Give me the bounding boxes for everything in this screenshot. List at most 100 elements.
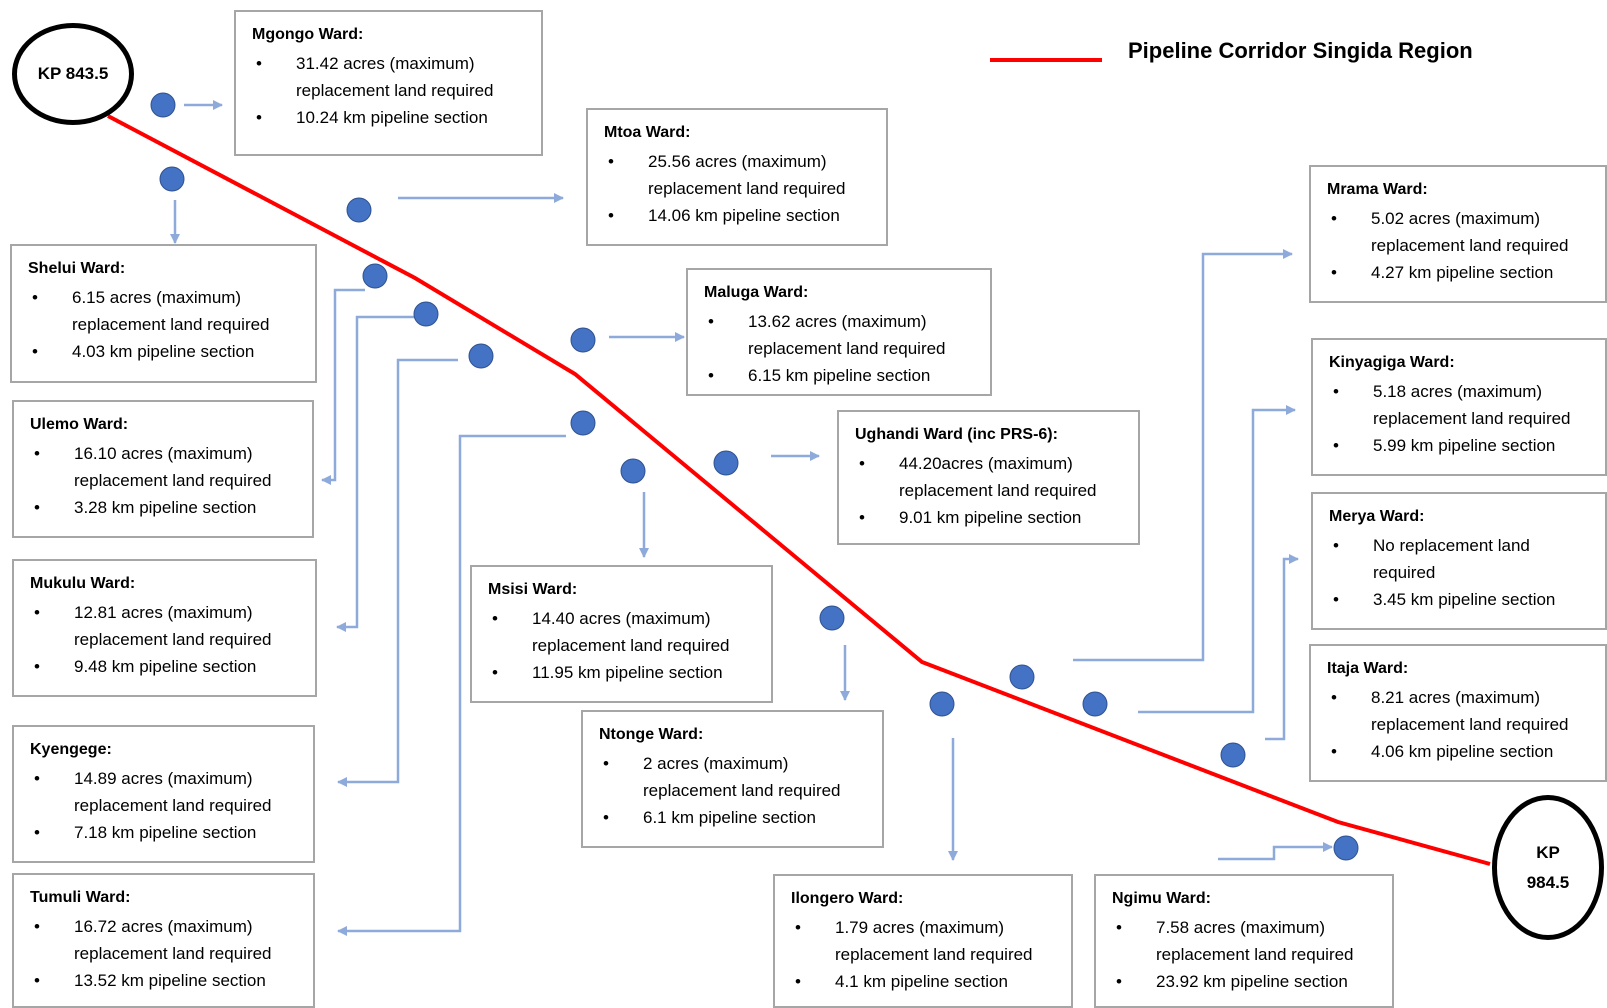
ward-node bbox=[362, 263, 388, 289]
ward-title: Mtoa Ward: bbox=[604, 124, 691, 141]
ward-detail-item: 3.45 km pipeline section bbox=[1329, 586, 1595, 613]
ward-details: 7.58 acres (maximum) replacement land re… bbox=[1112, 914, 1382, 995]
legend-label: Pipeline Corridor Singida Region bbox=[1128, 38, 1473, 63]
ward-details: 2 acres (maximum) replacement land requi… bbox=[599, 750, 872, 831]
ward-detail-item: 14.40 acres (maximum) replacement land r… bbox=[488, 605, 761, 659]
ward-node bbox=[468, 343, 494, 369]
ward-details: 8.21 acres (maximum) replacement land re… bbox=[1327, 684, 1595, 765]
ward-node bbox=[570, 327, 596, 353]
ward-detail-item: 12.81 acres (maximum) replacement land r… bbox=[30, 599, 305, 653]
start-terminal: KP 843.5 bbox=[12, 23, 134, 125]
ward-detail-item: 4.06 km pipeline section bbox=[1327, 738, 1595, 765]
ward-box-shelui: Shelui Ward: 6.15 acres (maximum) replace… bbox=[10, 244, 317, 383]
start-terminal-label: KP 843.5 bbox=[37, 64, 109, 83]
ward-details: 16.72 acres (maximum) replacement land r… bbox=[30, 913, 303, 994]
ward-node bbox=[1220, 742, 1246, 768]
ward-detail-item: 14.89 acres (maximum) replacement land r… bbox=[30, 765, 303, 819]
ward-detail-item: 4.27 km pipeline section bbox=[1327, 259, 1595, 286]
ward-detail-item: 16.72 acres (maximum) replacement land r… bbox=[30, 913, 303, 967]
ward-detail-item: 1.79 acres (maximum) replacement land re… bbox=[791, 914, 1061, 968]
ward-box-itaja: Itaja Ward: 8.21 acres (maximum) replacem… bbox=[1309, 644, 1607, 782]
ward-title: Ughandi Ward (inc PRS-6): bbox=[855, 426, 1058, 443]
ward-node bbox=[570, 410, 596, 436]
ward-node bbox=[819, 605, 845, 631]
ward-box-ilongero: Ilongero Ward: 1.79 acres (maximum) repla… bbox=[773, 874, 1073, 1008]
ward-details: 12.81 acres (maximum) replacement land r… bbox=[30, 599, 305, 680]
ward-title: Mrama Ward: bbox=[1327, 181, 1428, 198]
end-terminal: KP 984.5 bbox=[1492, 795, 1604, 940]
ward-detail-item: 25.56 acres (maximum) replacement land r… bbox=[604, 148, 876, 202]
ward-box-mtoa: Mtoa Ward: 25.56 acres (maximum) replacem… bbox=[586, 108, 888, 246]
ward-title: Merya Ward: bbox=[1329, 508, 1425, 525]
ward-title: Shelui Ward: bbox=[28, 260, 126, 277]
ward-node bbox=[346, 197, 372, 223]
ward-box-mrama: Mrama Ward: 5.02 acres (maximum) replacem… bbox=[1309, 165, 1607, 303]
ward-details: 6.15 acres (maximum) replacement land re… bbox=[28, 284, 305, 365]
connector-arrow bbox=[321, 288, 365, 485]
ward-detail-item: 6.15 km pipeline section bbox=[704, 362, 980, 389]
ward-node bbox=[159, 166, 185, 192]
ward-detail-item: 31.42 acres (maximum) replacement land r… bbox=[252, 50, 531, 104]
ward-detail-item: 23.92 km pipeline section bbox=[1112, 968, 1382, 995]
end-terminal-label-line1: KP bbox=[1536, 842, 1560, 862]
ward-details: 25.56 acres (maximum) replacement land r… bbox=[604, 148, 876, 229]
ward-details: 14.40 acres (maximum) replacement land r… bbox=[488, 605, 761, 686]
ward-details: 5.02 acres (maximum) replacement land re… bbox=[1327, 205, 1595, 286]
ward-box-ntonge: Ntonge Ward: 2 acres (maximum) replacemen… bbox=[581, 710, 884, 848]
ward-title: Tumuli Ward: bbox=[30, 889, 131, 906]
ward-title: Kyengege: bbox=[30, 741, 112, 758]
ward-box-ulemo: Ulemo Ward: 16.10 acres (maximum) replace… bbox=[12, 400, 314, 538]
connector-arrow bbox=[337, 358, 458, 787]
ward-detail-item: 3.28 km pipeline section bbox=[30, 494, 302, 521]
ward-details: 31.42 acres (maximum) replacement land r… bbox=[252, 50, 531, 131]
ward-box-ughandi: Ughandi Ward (inc PRS-6):44.20acres (max… bbox=[837, 410, 1140, 545]
ward-title: Kinyagiga Ward: bbox=[1329, 354, 1455, 371]
ward-title: Maluga Ward: bbox=[704, 284, 809, 301]
ward-detail-item: 14.06 km pipeline section bbox=[604, 202, 876, 229]
ward-node bbox=[929, 691, 955, 717]
ward-node bbox=[713, 450, 739, 476]
ward-title: Ntonge Ward: bbox=[599, 726, 704, 743]
ward-title: Ulemo Ward: bbox=[30, 416, 129, 433]
ward-box-kinyagiga: Kinyagiga Ward:5.18 acres (maximum) repl… bbox=[1311, 338, 1607, 476]
ward-details: 1.79 acres (maximum) replacement land re… bbox=[791, 914, 1061, 995]
ward-title: Mgongo Ward: bbox=[252, 26, 364, 43]
ward-detail-item: 5.99 km pipeline section bbox=[1329, 432, 1595, 459]
ward-detail-item: 4.1 km pipeline section bbox=[791, 968, 1061, 995]
ward-detail-item: 11.95 km pipeline section bbox=[488, 659, 761, 686]
ward-box-kyengege: Kyengege: 14.89 acres (maximum) replaceme… bbox=[12, 725, 315, 863]
connector-arrow bbox=[1138, 405, 1296, 714]
ward-box-msisi: Msisi Ward: 14.40 acres (maximum) replace… bbox=[470, 565, 773, 703]
ward-detail-item: 9.01 km pipeline section bbox=[855, 504, 1128, 531]
ward-detail-item: 6.1 km pipeline section bbox=[599, 804, 872, 831]
ward-title: Msisi Ward: bbox=[488, 581, 578, 598]
ward-nodes bbox=[150, 92, 1359, 861]
connector-arrow bbox=[336, 315, 418, 632]
pipeline-route bbox=[107, 114, 1491, 866]
connector-arrow bbox=[1218, 842, 1333, 861]
ward-details: 16.10 acres (maximum) replacement land r… bbox=[30, 440, 302, 521]
connector-arrow bbox=[1265, 554, 1299, 741]
ward-node bbox=[1082, 691, 1108, 717]
ward-box-mgongo: Mgongo Ward: 31.42 acres (maximum) replac… bbox=[234, 10, 543, 156]
connector-arrow bbox=[1073, 249, 1293, 662]
ward-detail-item: 13.52 km pipeline section bbox=[30, 967, 303, 994]
ward-detail-item: 13.62 acres (maximum) replacement land r… bbox=[704, 308, 980, 362]
ward-title: Ilongero Ward: bbox=[791, 890, 904, 907]
ward-details: No replacement land required3.45 km pipe… bbox=[1329, 532, 1595, 613]
ward-node bbox=[413, 301, 439, 327]
ward-details: 13.62 acres (maximum) replacement land r… bbox=[704, 308, 980, 389]
connector-arrow bbox=[337, 434, 566, 936]
ward-node bbox=[1009, 664, 1035, 690]
ward-detail-item: 10.24 km pipeline section bbox=[252, 104, 531, 131]
ward-box-mukulu: Mukulu Ward: 12.81 acres (maximum) replac… bbox=[12, 559, 317, 697]
ward-title: Itaja Ward: bbox=[1327, 660, 1409, 677]
ward-title: Mukulu Ward: bbox=[30, 575, 136, 592]
ward-detail-item: 16.10 acres (maximum) replacement land r… bbox=[30, 440, 302, 494]
ward-node bbox=[150, 92, 176, 118]
ward-detail-item: 5.02 acres (maximum) replacement land re… bbox=[1327, 205, 1595, 259]
end-terminal-label-line2: 984.5 bbox=[1526, 872, 1570, 892]
ward-detail-item: 4.03 km pipeline section bbox=[28, 338, 305, 365]
ward-node bbox=[1333, 835, 1359, 861]
